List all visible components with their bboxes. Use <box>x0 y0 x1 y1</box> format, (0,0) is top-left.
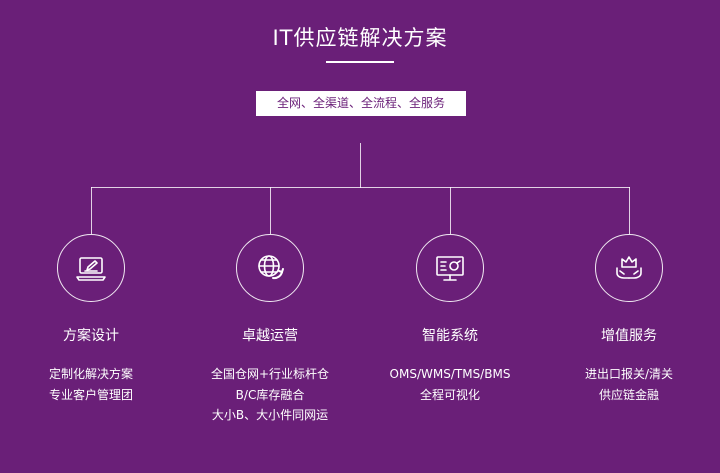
feature-title: 智能系统 <box>422 328 478 344</box>
connector-drop-4 <box>629 187 630 234</box>
feature-title: 卓越运营 <box>242 328 298 344</box>
feature-title: 方案设计 <box>63 328 119 344</box>
feature-line: 全国仓网+行业标杆仓 <box>210 367 330 381</box>
feature-line: 全程可视化 <box>419 387 480 402</box>
connector-drop-1 <box>91 187 92 234</box>
icon-circle <box>236 234 304 302</box>
icon-circle <box>57 234 125 302</box>
connector-horizontal <box>91 187 630 188</box>
feature-line: 进出口报关/清关 <box>584 367 674 381</box>
feature-line: 大小B、大小件同网运 <box>211 408 329 422</box>
feature-line: 专业客户管理团 <box>48 387 133 402</box>
hand-crown-icon <box>616 256 642 279</box>
page-title: IT供应链解决方案 <box>272 26 448 50</box>
feature-line: OMS/WMS/TMS/BMS <box>389 367 511 381</box>
icon-circle <box>595 234 663 302</box>
feature-description: 全国仓网+行业标杆仓 B/C库存融合 大小B、大小件同网运 <box>180 364 360 426</box>
feature-title: 增值服务 <box>601 328 657 344</box>
banner-tagline: 全网、全渠道、全流程、全服务 <box>256 91 466 116</box>
connector-trunk <box>360 143 361 188</box>
globe-refresh-icon <box>258 255 284 280</box>
connector-drop-2 <box>270 187 271 234</box>
connector-drop-3 <box>450 187 451 234</box>
title-underline <box>326 61 394 63</box>
feature-description: 定制化解决方案 专业客户管理团 <box>1 364 181 405</box>
feature-line: 定制化解决方案 <box>48 367 133 381</box>
icon-circle <box>416 234 484 302</box>
monitor-system-icon <box>436 256 464 281</box>
feature-line: 供应链金融 <box>598 387 659 402</box>
feature-description: OMS/WMS/TMS/BMS 全程可视化 <box>360 364 540 405</box>
laptop-edit-icon <box>76 257 106 281</box>
feature-description: 进出口报关/清关 供应链金融 <box>539 364 719 405</box>
feature-line: B/C库存融合 <box>235 387 305 402</box>
